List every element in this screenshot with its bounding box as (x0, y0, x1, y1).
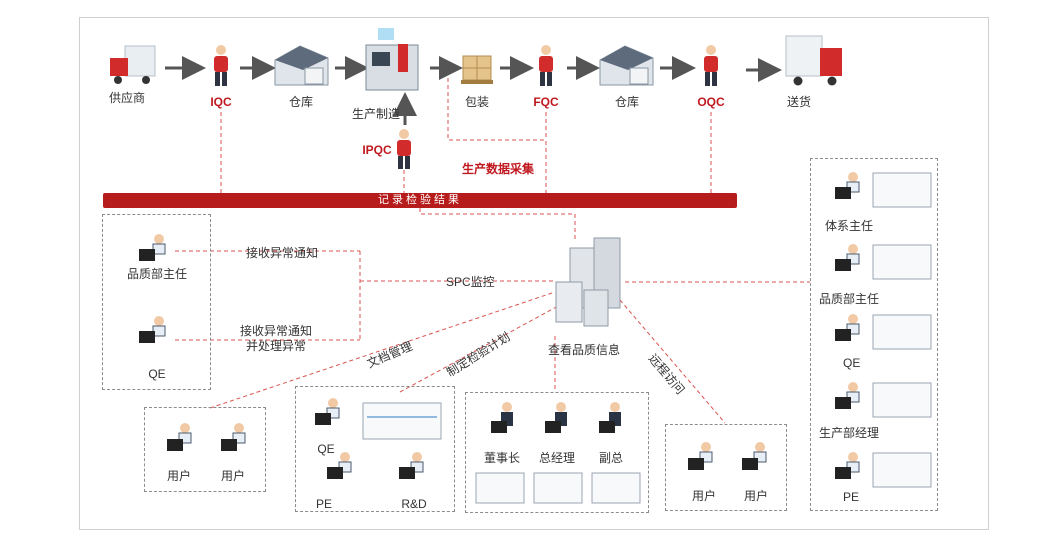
flow-arrows (165, 56, 782, 125)
left-role-group: 品质部主任 QE (102, 214, 211, 390)
delivery-label: 送货 (786, 95, 812, 109)
engineering-group: QE PE R&D (295, 386, 455, 512)
right-role-label: 生产部经理 (819, 426, 880, 440)
warehouse-icon-1 (274, 45, 329, 86)
inspector-icons (214, 45, 718, 169)
supplier-truck-icon (110, 45, 156, 84)
chairman-label: 董事长 (483, 451, 521, 465)
right-role-icons (835, 172, 932, 488)
warehouse-label-2: 仓库 (614, 95, 640, 109)
vice-president-label: 副总 (598, 451, 624, 465)
executive-group: 董事长 总经理 副总 (465, 392, 649, 513)
notice-label-1: 接收异常通知 (246, 246, 319, 260)
qe-label: QE (317, 442, 335, 456)
diagram-frame (79, 17, 989, 530)
manager-computer-icon (139, 234, 166, 261)
dashed-connectors (175, 78, 810, 424)
packaging-boxes-icon (461, 55, 493, 84)
record-results-bar: 记录检验结果 (103, 193, 737, 208)
user-computer-icons (167, 423, 246, 451)
production-label: 生产制造 (351, 107, 401, 121)
qe-computer-icon (139, 316, 166, 343)
pe-label: PE (315, 497, 333, 511)
warehouse-icon-2 (599, 45, 654, 86)
dashboard-thumbnails (475, 472, 641, 504)
users-left-group: 用户 用户 (144, 407, 266, 492)
right-role-label: 体系主任 (825, 219, 874, 233)
user-label: 用户 (166, 469, 192, 483)
role-quality-director: 品质部主任 (126, 267, 188, 281)
user-computer-icons (688, 442, 767, 470)
ipqc-label: IPQC (362, 143, 392, 157)
spc-monitor-label: SPC监控 (446, 275, 495, 289)
notice-label-2a: 接收异常通知 (239, 324, 313, 338)
data-collection-label: 生产数据采集 (462, 162, 535, 176)
warehouse-label-1: 仓库 (288, 95, 314, 109)
oqc-label: OQC (697, 95, 725, 109)
delivery-truck-icon (785, 35, 842, 86)
user-label: 用户 (691, 489, 717, 503)
right-role-group: 体系主任 品质部主任 QE 生产部经理 PE (810, 158, 938, 511)
notice-label-2b: 并处理异常 (245, 339, 307, 353)
user-label: 用户 (743, 489, 769, 503)
right-role-label: 品质部主任 (819, 292, 880, 306)
iqc-label: IQC (210, 95, 232, 109)
engineering-icons (315, 398, 442, 479)
users-right-group: 用户 用户 (665, 424, 787, 511)
supplier-label: 供应商 (108, 91, 146, 105)
general-manager-label: 总经理 (538, 451, 576, 465)
right-role-label: QE (843, 356, 861, 370)
production-machine-icon (365, 28, 419, 91)
executive-icons (491, 402, 621, 433)
packaging-label: 包装 (464, 95, 490, 109)
view-quality-info-label: 查看品质信息 (547, 343, 621, 357)
user-label: 用户 (220, 469, 246, 483)
fqc-label: FQC (533, 95, 559, 109)
role-qe: QE (148, 367, 166, 381)
server-cluster-icon (555, 237, 621, 327)
rd-label: R&D (401, 497, 427, 511)
right-role-label: PE (843, 490, 860, 504)
